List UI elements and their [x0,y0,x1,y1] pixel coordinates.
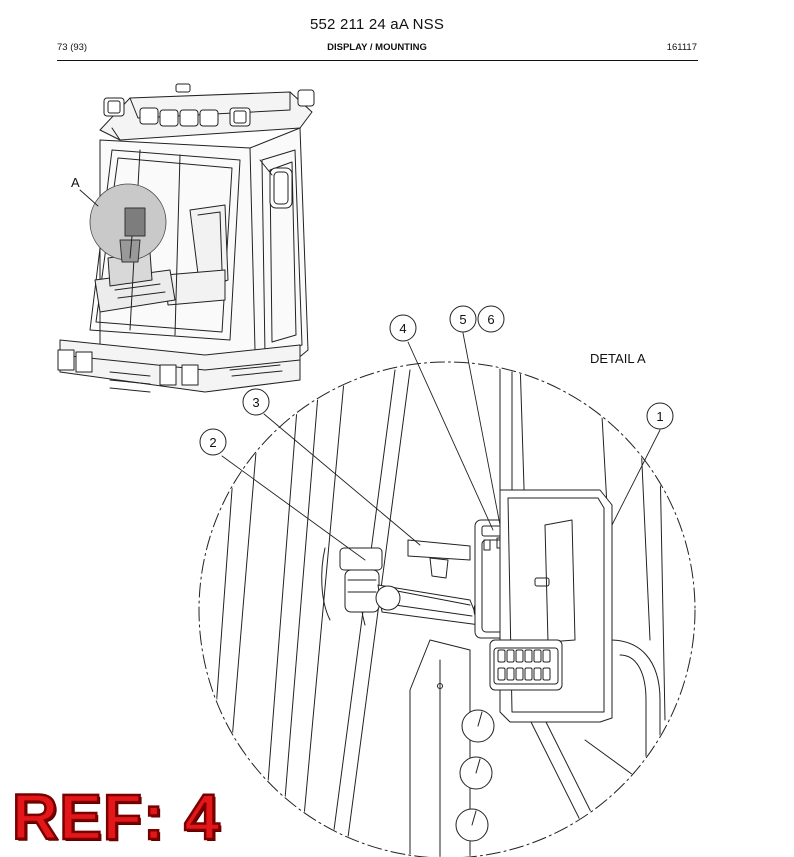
callout-circle-4 [389,314,417,342]
callout-circle-1 [646,402,674,430]
document-number: 552 211 24 aA NSS [309,16,445,33]
date-code: 161117 [666,42,697,53]
callout-2: 2 [209,435,216,450]
reference-banner: REF: 4 [11,780,221,855]
callout-circle-2 [199,428,227,456]
header-rule [57,60,698,61]
callout-4: 4 [399,321,406,336]
section-title: DISPLAY / MOUNTING [327,42,427,53]
callout-circle-3 [242,388,270,416]
page-number: 73 (93) [57,42,88,53]
callout-circle-5 [449,305,477,333]
detail-a-boundary [198,361,696,857]
callout-circle-6 [477,305,505,333]
callout-3: 3 [252,395,259,410]
callout-5: 5 [459,312,466,327]
overview-detail-label: A [71,175,80,190]
detail-a-illustration [204,363,666,857]
callout-1: 1 [656,409,663,424]
detail-title: DETAIL A [590,351,646,366]
cab-overview-illustration [57,83,315,393]
callout-6: 6 [487,312,494,327]
